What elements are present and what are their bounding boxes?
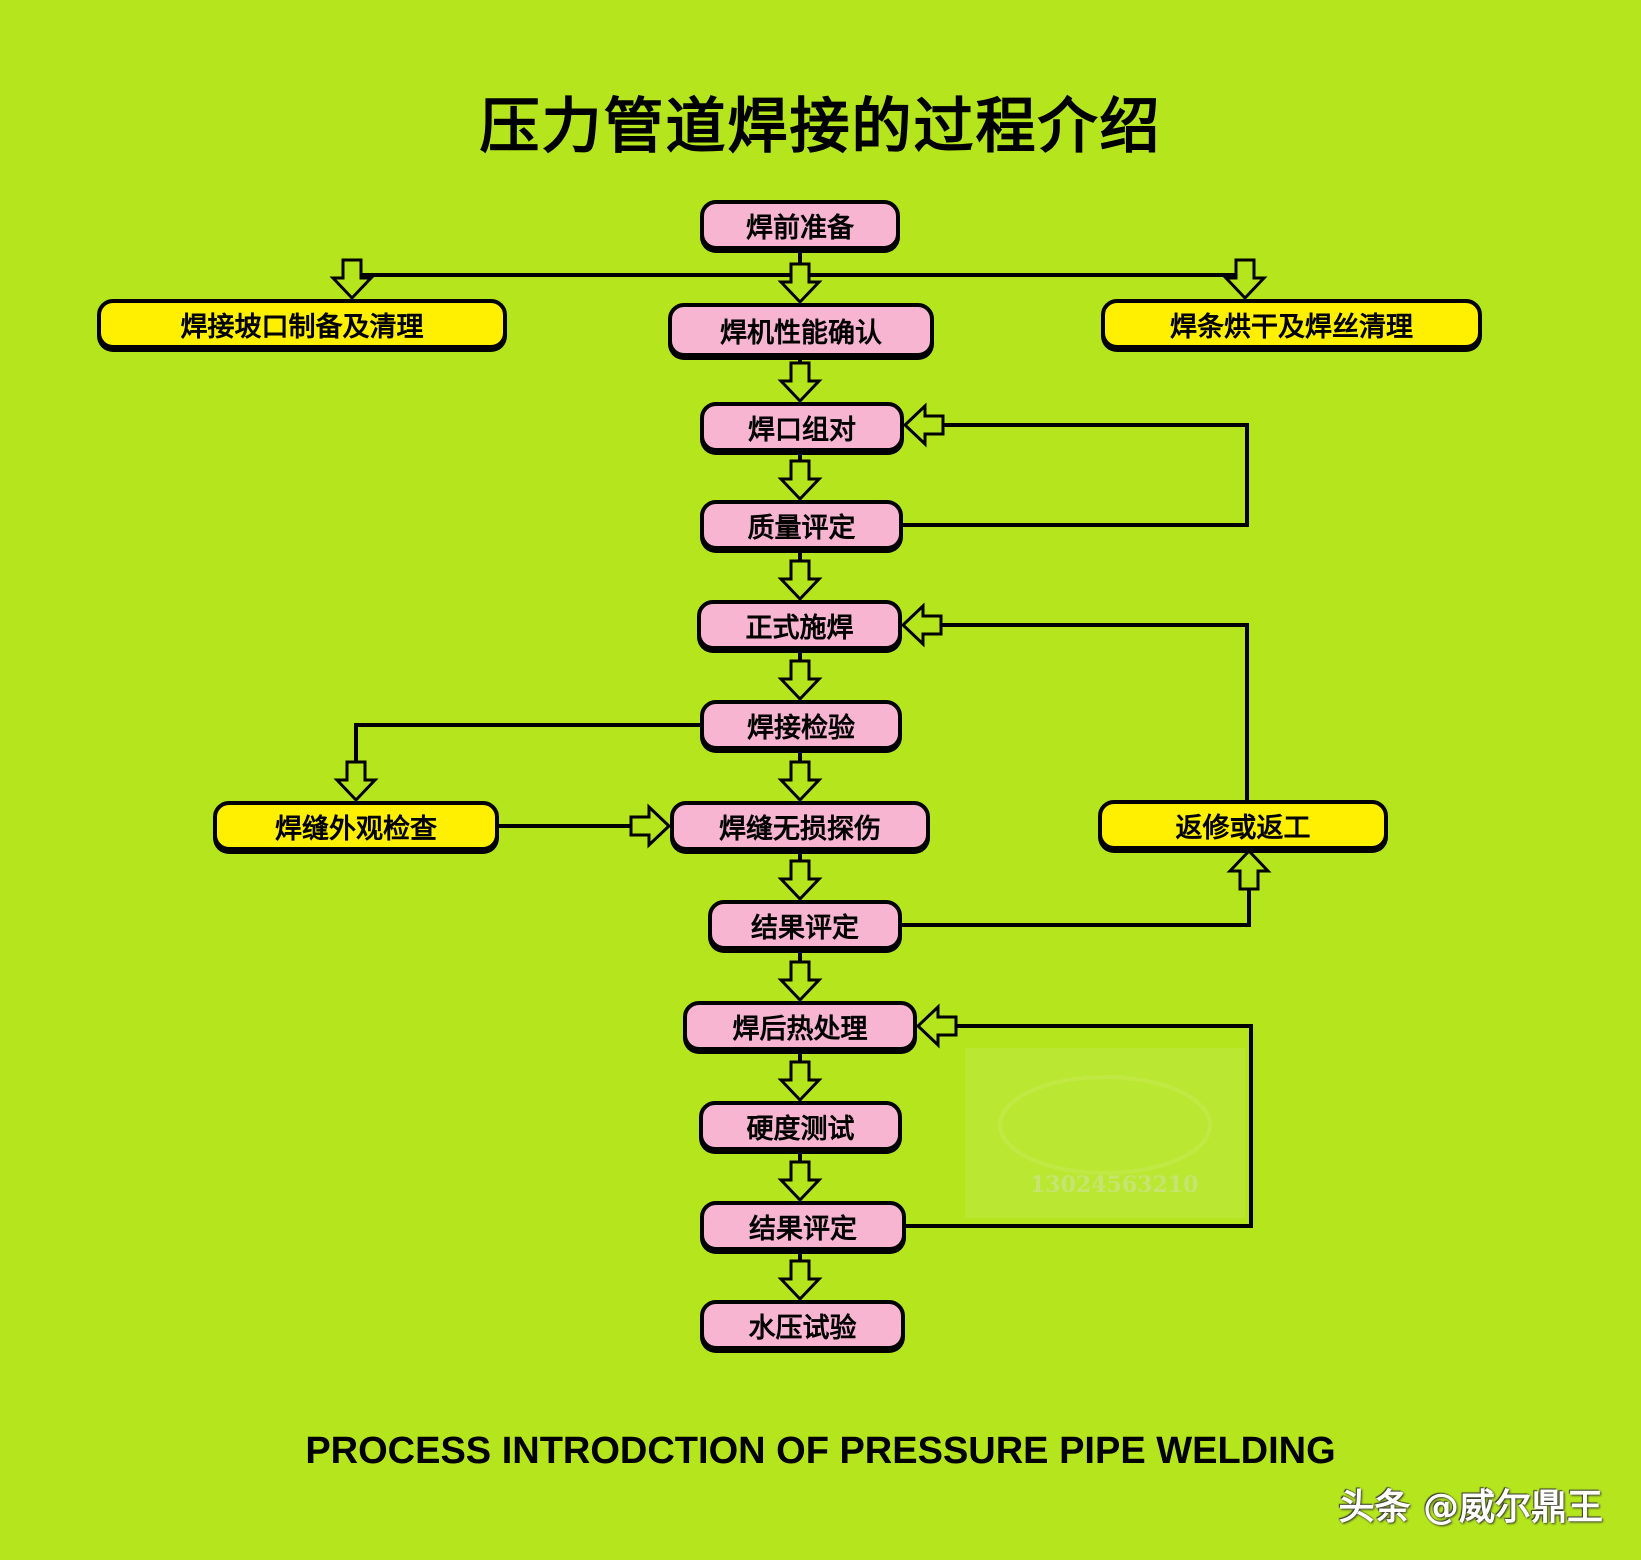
- line-repair-to-formal: [940, 623, 1249, 800]
- flow-arrow-to-formal: [777, 559, 823, 602]
- flow-arrow-to-groove: [329, 258, 375, 301]
- flow-arrow-to-result2: [777, 1160, 823, 1203]
- node-formal-welding: 正式施焊: [697, 600, 902, 650]
- line-result2-loop: [906, 1024, 1253, 1228]
- node-fitup: 焊口组对: [700, 402, 904, 452]
- flow-arrow-to-repair: [1226, 848, 1272, 891]
- node-electrode-drying: 焊条烘干及焊丝清理: [1101, 299, 1482, 349]
- node-hydro-test: 水压试验: [700, 1300, 905, 1350]
- flow-arrow-to-ndt: [777, 760, 823, 803]
- node-weld-preparation: 焊前准备: [700, 200, 900, 250]
- flow-arrow-to-visual: [333, 760, 379, 803]
- node-pwht: 焊后热处理: [683, 1001, 917, 1051]
- line-inspect-to-visual: [354, 723, 700, 762]
- line-result-to-repair: [902, 889, 1251, 927]
- flow-arrow-to-pwht: [777, 960, 823, 1003]
- flow-arrow-to-hardness: [777, 1060, 823, 1103]
- node-ndt: 焊缝无损探伤: [670, 801, 930, 851]
- page-title: 压力管道焊接的过程介绍: [479, 92, 1162, 162]
- flow-arrow-back-to-formal: [900, 602, 943, 648]
- flow-arrow-back-to-pwht: [915, 1003, 958, 1049]
- node-visual-inspection: 焊缝外观检查: [213, 801, 499, 851]
- flow-arrow-into-ndt: [629, 803, 672, 849]
- node-hardness-test: 硬度测试: [699, 1101, 902, 1151]
- node-machine-check: 焊机性能确认: [668, 303, 934, 357]
- flow-arrow-to-inspect: [777, 659, 823, 702]
- node-result-assessment-2: 结果评定: [700, 1201, 906, 1251]
- source-credit: 头条 @威尔鼎王: [1338, 1487, 1603, 1528]
- node-groove-preparation: 焊接坡口制备及清理: [97, 299, 507, 349]
- flow-arrow-to-electrode: [1222, 258, 1268, 301]
- node-quality-assessment: 质量评定: [700, 500, 903, 550]
- line-quality-loop: [903, 423, 1249, 527]
- flow-arrow-to-quality: [777, 459, 823, 502]
- flow-arrow-to-fitup: [777, 361, 823, 404]
- flow-arrow-to-machine: [777, 262, 823, 305]
- node-repair: 返修或返工: [1098, 800, 1388, 850]
- flow-arrow-back-to-fitup: [902, 402, 945, 448]
- flow-arrow-to-hydro: [777, 1259, 823, 1302]
- node-result-assessment-1: 结果评定: [708, 900, 902, 950]
- watermark-logo: [965, 1048, 1245, 1218]
- english-subtitle: PROCESS INTRODCTION OF PRESSURE PIPE WEL…: [305, 1430, 1336, 1472]
- node-weld-inspection: 焊接检验: [700, 700, 902, 750]
- flow-arrow-to-result1: [777, 859, 823, 902]
- watermark-number: 13024563210: [1030, 1172, 1199, 1198]
